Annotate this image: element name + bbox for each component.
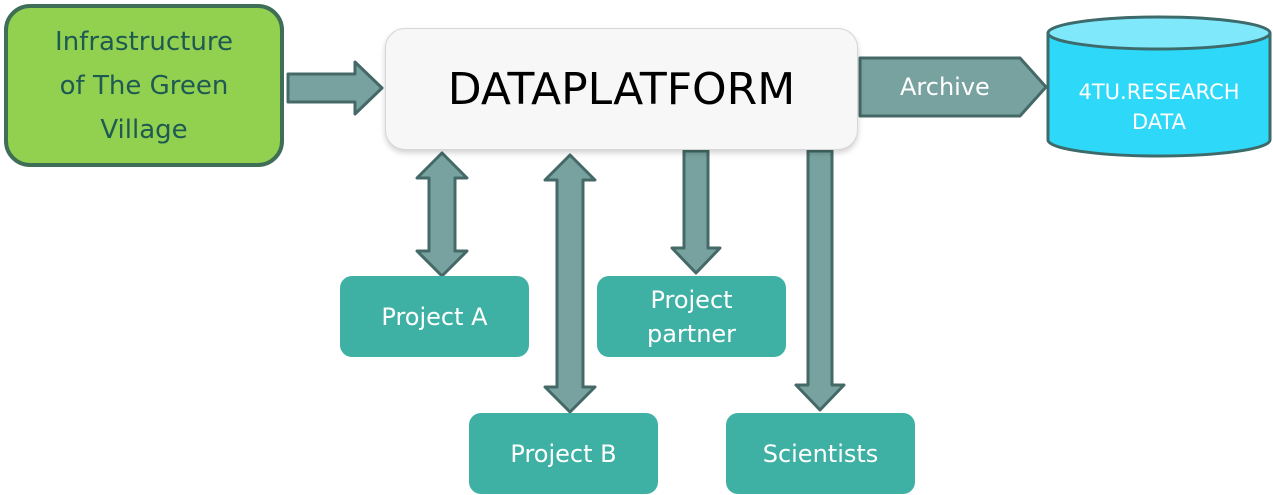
arrow-dataplatform-scientists — [794, 149, 846, 412]
node-repository: 4TU.RESEARCH DATA — [1048, 52, 1270, 162]
edge-archive-label: Archive — [900, 73, 990, 101]
node-scientists: Scientists — [726, 413, 915, 494]
arrow-dataplatform-project-a — [415, 151, 469, 278]
database-cylinder-icon — [1046, 15, 1272, 158]
node-project-a-label: Project A — [381, 302, 488, 331]
node-infrastructure: Infrastructure of The Green Village — [4, 4, 284, 167]
arrow-infrastructure-to-dataplatform — [286, 60, 384, 116]
node-project-partner: Project partner — [597, 276, 786, 357]
node-scientists-label: Scientists — [762, 439, 879, 468]
edge-label-archive: Archive — [866, 58, 1026, 116]
node-project-a: Project A — [340, 276, 529, 357]
arrow-dataplatform-project-partner — [670, 149, 722, 275]
node-dataplatform: DATAPLATFORM — [385, 28, 858, 150]
node-repository-label: 4TU.RESEARCH DATA — [1078, 80, 1240, 134]
node-infrastructure-label: Infrastructure of The Green Village — [55, 26, 233, 145]
node-project-b: Project B — [469, 413, 658, 494]
arrow-dataplatform-project-b — [543, 153, 597, 414]
node-project-b-label: Project B — [510, 439, 617, 468]
node-project-partner-label: Project partner — [646, 285, 737, 348]
node-dataplatform-label: DATAPLATFORM — [447, 63, 796, 115]
arrow-archive — [858, 56, 1048, 118]
